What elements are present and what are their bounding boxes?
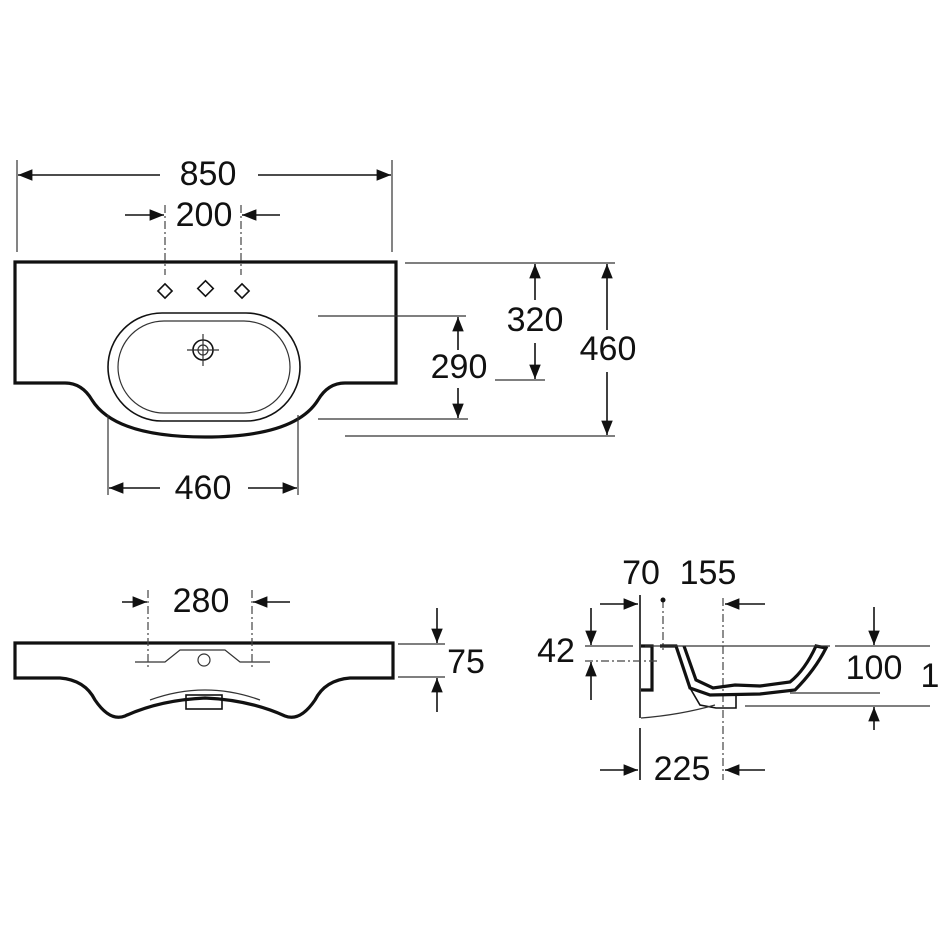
dim-bowl-to-back: 320 — [507, 301, 564, 339]
dim-bowl-height: 100 — [846, 649, 903, 687]
dim-fixing-spacing: 280 — [173, 582, 230, 620]
dim-bowl-height-suffix: 1 — [921, 657, 940, 695]
dim-bowl-depth: 290 — [431, 348, 488, 386]
bowl-outer — [107, 312, 301, 422]
dim-tap-spacing: 200 — [176, 196, 233, 234]
dim-overall-width: 850 — [180, 155, 237, 193]
tap-hole-icons — [156, 279, 251, 300]
side-view: 70 155 42 100 1 225 — [537, 554, 939, 788]
dim-rim-height: 75 — [447, 643, 485, 681]
waste-icon — [187, 334, 219, 366]
front-outline — [13, 641, 395, 719]
dim-back-height: 42 — [537, 632, 575, 670]
dim-waste-offset: 155 — [680, 554, 737, 592]
front-view: 280 75 — [13, 582, 485, 719]
top-view: 850 200 320 460 290 460 — [13, 155, 637, 507]
dim-bowl-width: 460 — [175, 469, 232, 507]
dim-overall-depth: 460 — [580, 330, 637, 368]
basin-outline — [13, 260, 398, 439]
bowl-inner — [117, 320, 291, 414]
dim-tap-offset: 70 — [622, 554, 660, 592]
dim-waste-from-wall: 225 — [654, 750, 711, 788]
